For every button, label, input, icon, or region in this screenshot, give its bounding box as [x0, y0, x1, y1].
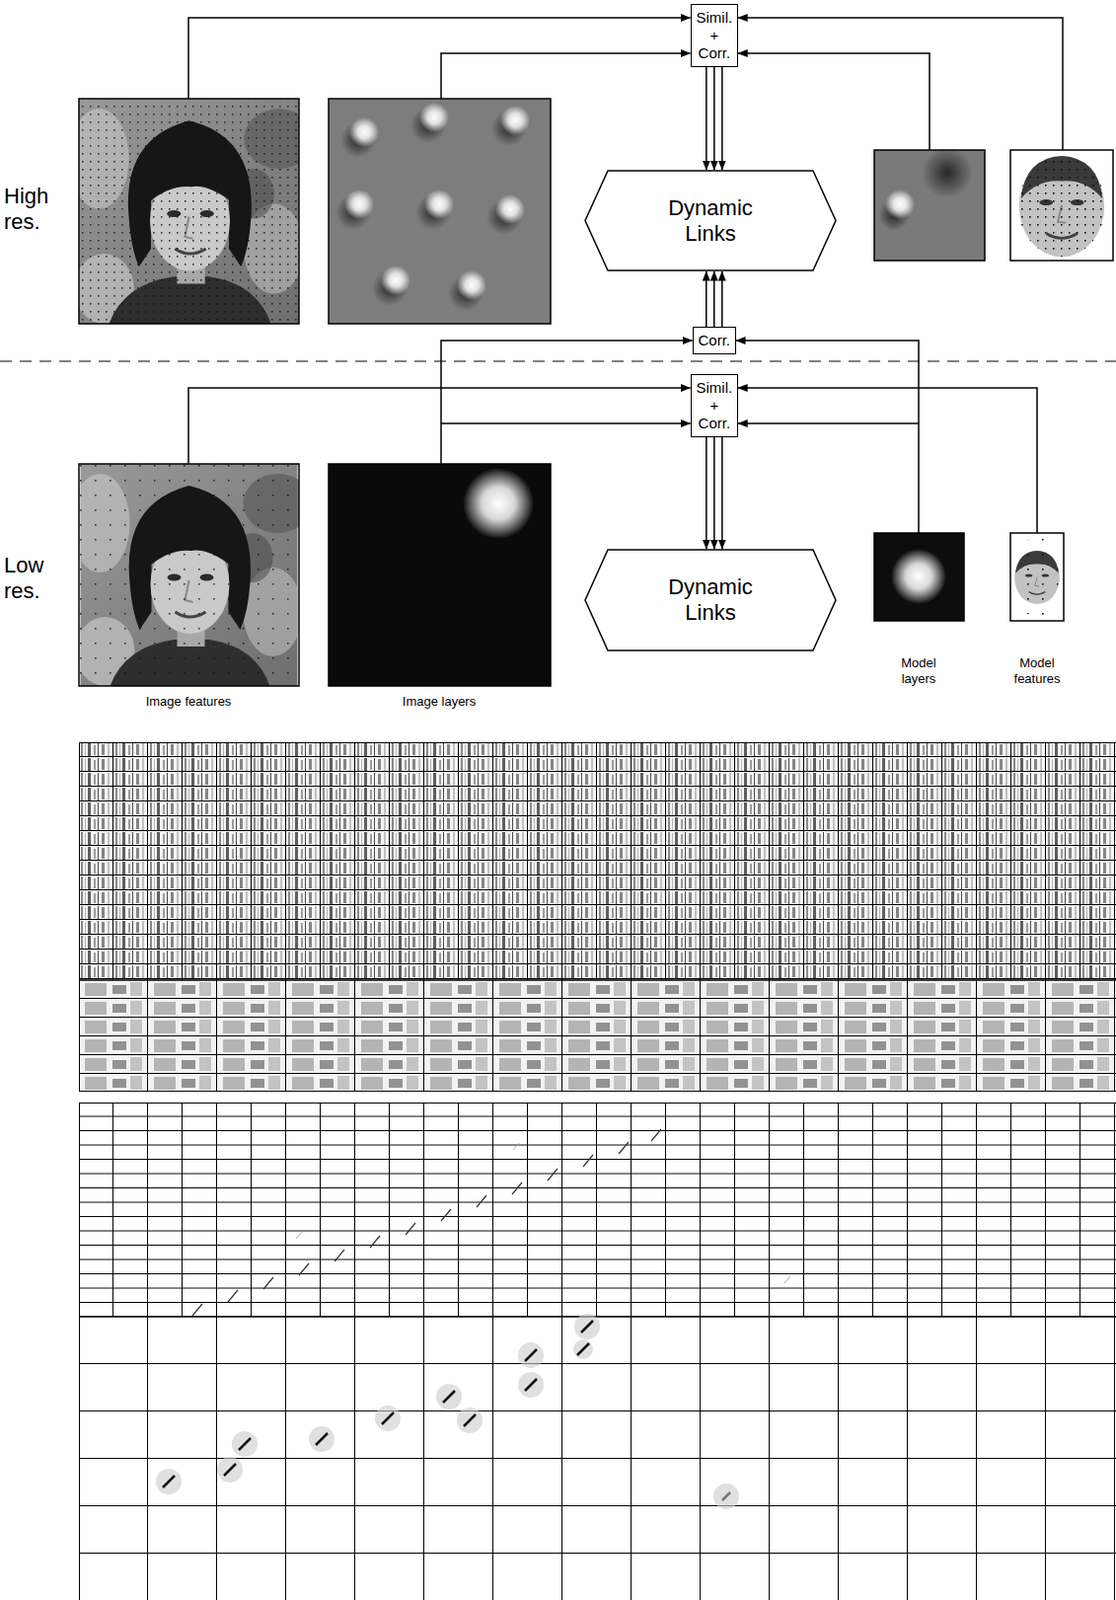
caption-label: Low res. — [3, 552, 44, 604]
caption-label: Model layers — [900, 655, 936, 687]
model-face — [1010, 532, 1064, 621]
comparison-box: Simil. + Corr. — [690, 3, 740, 68]
node-text: Simil. + Corr. — [696, 378, 734, 433]
comparison-box: Simil. + Corr. — [690, 373, 740, 438]
model-layer — [874, 532, 965, 621]
link-arrows — [706, 271, 723, 327]
similarity-matrix — [78, 742, 1116, 1092]
image-layer — [328, 98, 551, 324]
resolution-separator — [0, 361, 1116, 363]
dynamic-links-hexagon: Dynamic Links — [584, 548, 837, 652]
link-matrix — [78, 1102, 1116, 1600]
image-layer — [328, 463, 551, 686]
caption-label: Image features — [146, 693, 232, 710]
caption-label: High res. — [3, 183, 49, 235]
model-face — [1010, 149, 1114, 261]
dynamic-links-hexagon: Dynamic Links — [584, 169, 837, 272]
node-text: Dynamic Links — [668, 195, 753, 247]
input-wire — [738, 17, 1063, 150]
model-layer — [874, 147, 985, 261]
input-wire — [738, 387, 1038, 533]
link-arrows — [706, 67, 723, 170]
input-wire — [738, 53, 930, 150]
input-wire — [188, 387, 691, 464]
link-arrows — [706, 437, 723, 549]
comparison-box: Corr. — [692, 326, 738, 355]
input-wire — [738, 422, 919, 425]
node-text: Dynamic Links — [668, 574, 753, 626]
input-wire — [441, 422, 691, 425]
node-text: Simil. + Corr. — [696, 8, 734, 63]
input-wire — [441, 53, 691, 99]
node-text: Corr. — [698, 331, 732, 350]
face-image — [71, 463, 313, 686]
input-wire — [188, 17, 691, 99]
caption-label: Image layers — [402, 693, 476, 710]
face-image — [69, 98, 314, 324]
input-wire — [441, 340, 693, 464]
caption-label: Model features — [1014, 655, 1061, 687]
input-wire — [736, 340, 919, 533]
